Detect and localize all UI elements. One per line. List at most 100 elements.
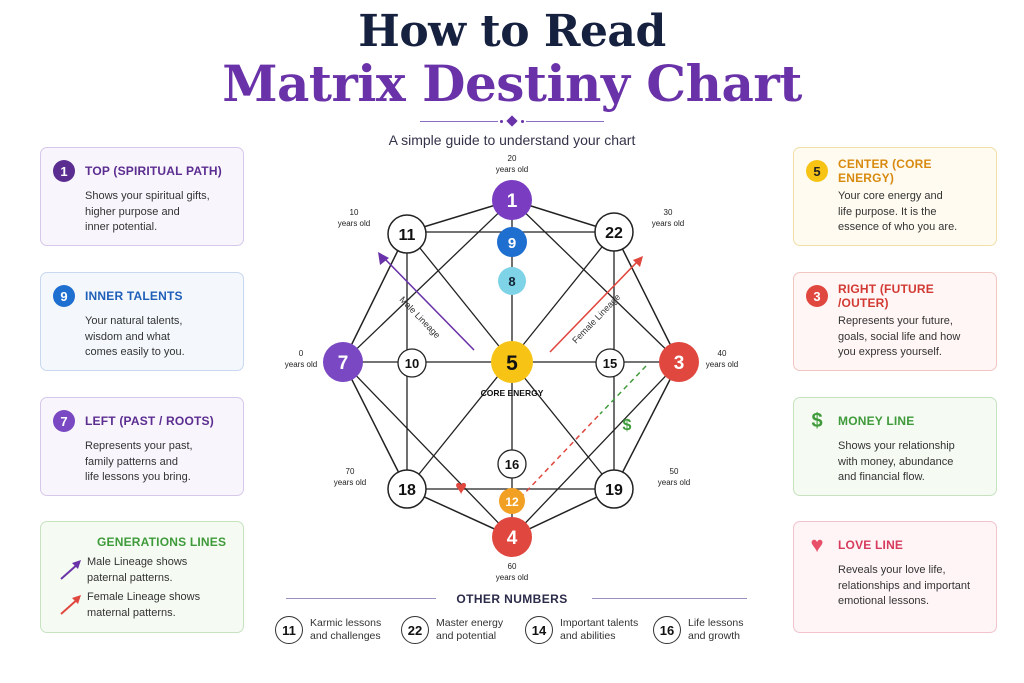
age-label-top: 20 years old [496,154,528,174]
node-right: 3 [659,342,699,382]
age-label-bottom-left: 70 years old [334,467,366,487]
legend-item-16: 16 Life lessons and growth [653,616,743,644]
page-title-line2: Matrix Destiny Chart [222,54,802,113]
svg-text:years old: years old [334,478,366,487]
node-left-inner: 10 [397,348,427,378]
node-value: 15 [603,356,617,371]
male-lineage-arrow-icon [60,560,81,580]
svg-text:years old: years old [496,165,528,174]
card-center-core-energy: 5 CENTER (CORE ENERGY) Your core energy … [793,147,997,246]
money-line [599,365,647,415]
legend-number: 11 [275,616,303,644]
female-lineage-label: Female Lineage [570,292,622,345]
octagon-outline [342,199,680,538]
node-value: 5 [506,352,518,375]
card-title: CENTER (CORE ENERGY) [838,157,932,185]
node-value: 12 [505,495,519,509]
card-title: LOVE LINE [838,538,904,552]
core-energy-label: CORE ENERGY [481,388,544,398]
card-body: Represents your future, goals, social li… [838,315,961,358]
legend-item-14: 14 Important talents and abilities [525,616,638,644]
card-generations-lines: GENERATIONS LINES Male Lineage shows pat… [40,521,244,633]
legend-text: Karmic lessons and challenges [310,617,382,642]
age-label-right: 40 years old [706,349,738,369]
node-inner-top2: 8 [498,267,526,295]
card-top-spiritual-path: 1 TOP (SPIRITUAL PATH) Shows your spirit… [40,147,244,246]
heart-icon: ♥ [810,532,824,557]
node-left: 7 [323,342,363,382]
legend-number: 14 [525,616,553,644]
node-value: 7 [338,353,349,374]
legend-text: Master energy and potential [436,617,504,642]
svg-text:20: 20 [508,154,517,163]
node-value: 8 [508,274,515,289]
age-label-bottom: 60 years old [496,562,528,582]
male-lineage-text: Male Lineage shows paternal patterns. [87,556,188,584]
svg-text:40: 40 [718,349,727,358]
other-numbers-rule-left [286,598,436,599]
male-lineage-label: Male Lineage [398,294,443,340]
legend-item-22: 22 Master energy and potential [401,616,503,644]
card-body: Shows your relationship with money, abun… [838,440,955,483]
card-body: Represents your past, family patterns an… [85,440,193,483]
money-line-dollar-icon: $ [623,417,632,434]
male-lineage-arrowhead [378,252,389,265]
node-value: 1 [507,191,518,212]
age-label-bottom-right: 50 years old [658,467,690,487]
svg-text:30: 30 [664,208,673,217]
female-lineage-text: Female Lineage shows maternal patterns. [87,591,201,619]
legend-text: Life lessons and growth [688,617,744,642]
page-subtitle: A simple guide to understand your chart [388,132,636,148]
female-lineage-line [549,261,638,353]
node-value: 19 [605,482,623,499]
badge-9: 9 [53,285,75,307]
svg-text:10: 10 [350,208,359,217]
female-lineage-arrow-icon [60,595,81,615]
node-value: 18 [398,482,416,499]
card-title: INNER TALENTS [85,289,183,303]
age-label-top-left: 10 years old [338,208,370,228]
node-value: 16 [505,457,519,472]
badge-5: 5 [806,160,828,182]
badge-1: 1 [53,160,75,182]
node-value: 3 [674,353,685,374]
node-top: 1 [492,180,532,220]
svg-text:years old: years old [338,219,370,228]
node-value: 11 [399,227,416,244]
card-title: TOP (SPIRITUAL PATH) [85,164,222,178]
legend-number: 16 [653,616,681,644]
legend-item-11: 11 Karmic lessons and challenges [275,616,381,644]
card-body: Reveals your love life, relationships an… [838,564,971,607]
svg-text:50: 50 [670,467,679,476]
other-numbers-title: OTHER NUMBERS [456,592,568,606]
diagonal-2 [406,231,615,490]
card-title: LEFT (PAST / ROOTS) [85,414,214,428]
svg-text:years old: years old [658,478,690,487]
other-numbers-rule-right [592,598,747,599]
title-divider [420,115,604,127]
node-bottom-inner2: 16 [497,449,527,479]
age-label-left: 0 years old [285,349,317,369]
page-title-line1: How to Read [358,6,666,57]
legend-text: Important talents and abilities [560,617,639,642]
svg-text:60: 60 [508,562,517,571]
card-right-future-outer: 3 RIGHT (FUTURE /OUTER) Represents your … [793,272,997,371]
svg-text:years old: years old [652,219,684,228]
card-body: Your core energy and life purpose. It is… [838,190,958,233]
svg-text:years old: years old [706,360,738,369]
card-inner-talents: 9 INNER TALENTS Your natural talents, wi… [40,272,244,371]
node-right-inner: 15 [595,348,625,378]
node-value: 4 [507,528,518,549]
dollar-icon: $ [811,409,823,432]
svg-text:0: 0 [299,349,304,358]
card-title: RIGHT (FUTURE /OUTER) [838,282,934,310]
card-body: Your natural talents, wisdom and what co… [85,315,185,358]
svg-text:years old: years old [496,573,528,582]
badge-7: 7 [53,410,75,432]
svg-text:70: 70 [346,467,355,476]
node-bottom-inner: 12 [499,488,525,514]
node-value: 10 [405,356,419,371]
female-lineage-arrowhead [633,256,643,267]
node-value: 9 [508,235,516,252]
node-value: 22 [605,225,623,242]
